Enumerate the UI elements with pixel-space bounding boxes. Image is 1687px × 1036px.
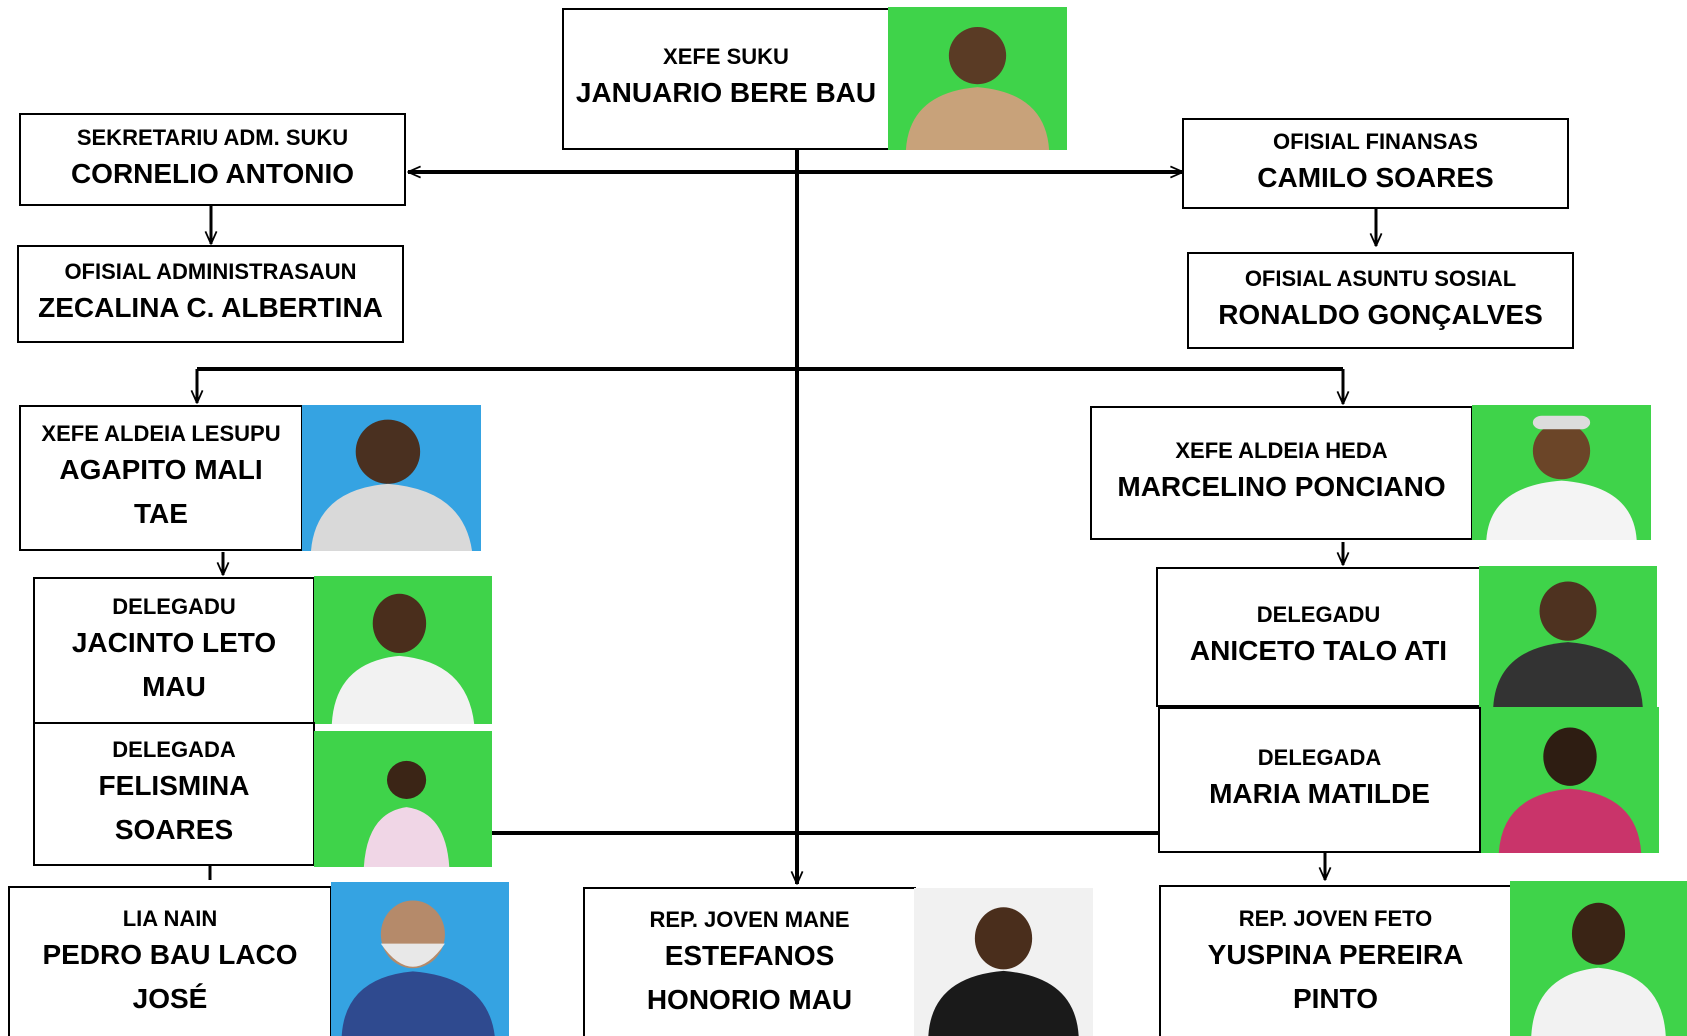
ofisial-admin-role: OFISIAL ADMINISTRASAUN: [64, 259, 357, 284]
lia-nain-role: LIA NAIN: [122, 906, 218, 931]
xefe-heda-photo: [1472, 405, 1651, 540]
joven-feto-name-line1: YUSPINA PEREIRA: [1207, 938, 1464, 970]
ofisial-finansas-role: OFISIAL FINANSAS: [1273, 128, 1478, 154]
xefe-heda-role: XEFE ALDEIA HEDA: [1175, 438, 1388, 463]
xefe-suku-box: XEFE SUKU JANUARIO BERE BAU: [562, 8, 890, 150]
person-icon: [331, 593, 475, 724]
delegadu-right-name: ANICETO TALO ATI: [1189, 635, 1448, 666]
ofisial-admin-name: ZECALINA C. ALBERTINA: [38, 292, 383, 323]
delegada-left-name-line2: SOARES: [114, 814, 234, 845]
joven-mane-role: REP. JOVEN MANE: [649, 906, 850, 932]
joven-feto-name-line2: PINTO: [1292, 982, 1379, 1014]
delegadu-left-role: DELEGADU: [112, 593, 236, 619]
ofisial-sosial-role: OFISIAL ASUNTU SOSIAL: [1244, 265, 1517, 291]
person-icon: [1493, 581, 1643, 707]
delegadu-left-name-line1: JACINTO LETO: [71, 626, 277, 658]
lia-nain-name-line1: PEDRO BAU LACO: [42, 939, 298, 970]
delegada-left-role: DELEGADA: [112, 737, 236, 762]
xefe-heda-box: XEFE ALDEIA HEDA MARCELINO PONCIANO: [1090, 406, 1473, 540]
ofisial-sosial-name: RONALDO GONÇALVES: [1218, 298, 1543, 330]
delegada-right-name: MARIA MATILDE: [1209, 778, 1430, 809]
person-icon: [310, 419, 473, 551]
xefe-suku-photo: [888, 7, 1067, 150]
delegadu-left-name-line2: MAU: [142, 670, 206, 702]
joven-mane-name-line2: HONORIO MAU: [646, 983, 853, 1015]
person-icon: [341, 900, 495, 1036]
joven-feto-role: REP. JOVEN FETO: [1238, 905, 1433, 931]
delegada-left-photo: [314, 731, 492, 867]
ofisial-admin-box: OFISIAL ADMINISTRASAUN ZECALINA C. ALBER…: [17, 245, 404, 343]
delegada-left-name-line1: FELISMINA: [98, 770, 250, 801]
xefe-suku-role: XEFE SUKU: [663, 44, 789, 69]
joven-mane-photo: [914, 888, 1093, 1036]
lia-nain-photo: [331, 882, 509, 1036]
joven-mane-box: REP. JOVEN MANE ESTEFANOS HONORIO MAU: [583, 887, 916, 1036]
joven-feto-box: REP. JOVEN FETO YUSPINA PEREIRA PINTO: [1159, 885, 1512, 1036]
ofisial-finansas-box: OFISIAL FINANSAS CAMILO SOARES: [1182, 118, 1569, 209]
person-icon: [928, 907, 1079, 1036]
xefe-lesupu-name-line2: TAE: [134, 498, 188, 529]
ofisial-finansas-name: CAMILO SOARES: [1257, 161, 1494, 193]
person-icon: [1486, 415, 1637, 540]
delegada-right-photo: [1481, 707, 1659, 853]
joven-mane-name-line1: ESTEFANOS: [664, 939, 835, 971]
sekretariu-role: SEKRETARIU ADM. SUKU: [76, 124, 349, 150]
delegadu-right-role: DELEGADU: [1256, 602, 1381, 627]
sekretariu-name: CORNELIO ANTONIO: [70, 157, 355, 189]
delegadu-left-box: DELEGADU JACINTO LETO MAU: [33, 577, 315, 724]
person-icon: [905, 27, 1050, 150]
xefe-suku-name: JANUARIO BERE BAU: [575, 77, 877, 108]
delegada-left-box: DELEGADA FELISMINA SOARES: [33, 722, 315, 866]
delegadu-right-photo: [1479, 566, 1657, 707]
delegada-right-box: DELEGADA MARIA MATILDE: [1158, 707, 1481, 853]
xefe-lesupu-box: XEFE ALDEIA LESUPU AGAPITO MALI TAE: [19, 405, 303, 551]
xefe-heda-name: MARCELINO PONCIANO: [1117, 471, 1446, 502]
xefe-lesupu-name-line1: AGAPITO MALI: [59, 454, 263, 485]
xefe-lesupu-photo: [302, 405, 481, 551]
delegadu-left-photo: [314, 576, 492, 724]
xefe-lesupu-role: XEFE ALDEIA LESUPU: [41, 421, 281, 446]
person-icon: [1498, 727, 1642, 853]
sekretariu-box: SEKRETARIU ADM. SUKU CORNELIO ANTONIO: [19, 113, 406, 206]
person-icon: [363, 760, 450, 867]
ofisial-sosial-box: OFISIAL ASUNTU SOSIAL RONALDO GONÇALVES: [1187, 252, 1574, 349]
person-icon: [1531, 902, 1666, 1036]
delegada-right-role: DELEGADA: [1257, 745, 1382, 770]
delegadu-right-box: DELEGADU ANICETO TALO ATI: [1156, 567, 1481, 707]
joven-feto-photo: [1510, 881, 1687, 1036]
lia-nain-name-line2: JOSÉ: [132, 983, 208, 1014]
lia-nain-box: LIA NAIN PEDRO BAU LACO JOSÉ: [8, 886, 332, 1036]
